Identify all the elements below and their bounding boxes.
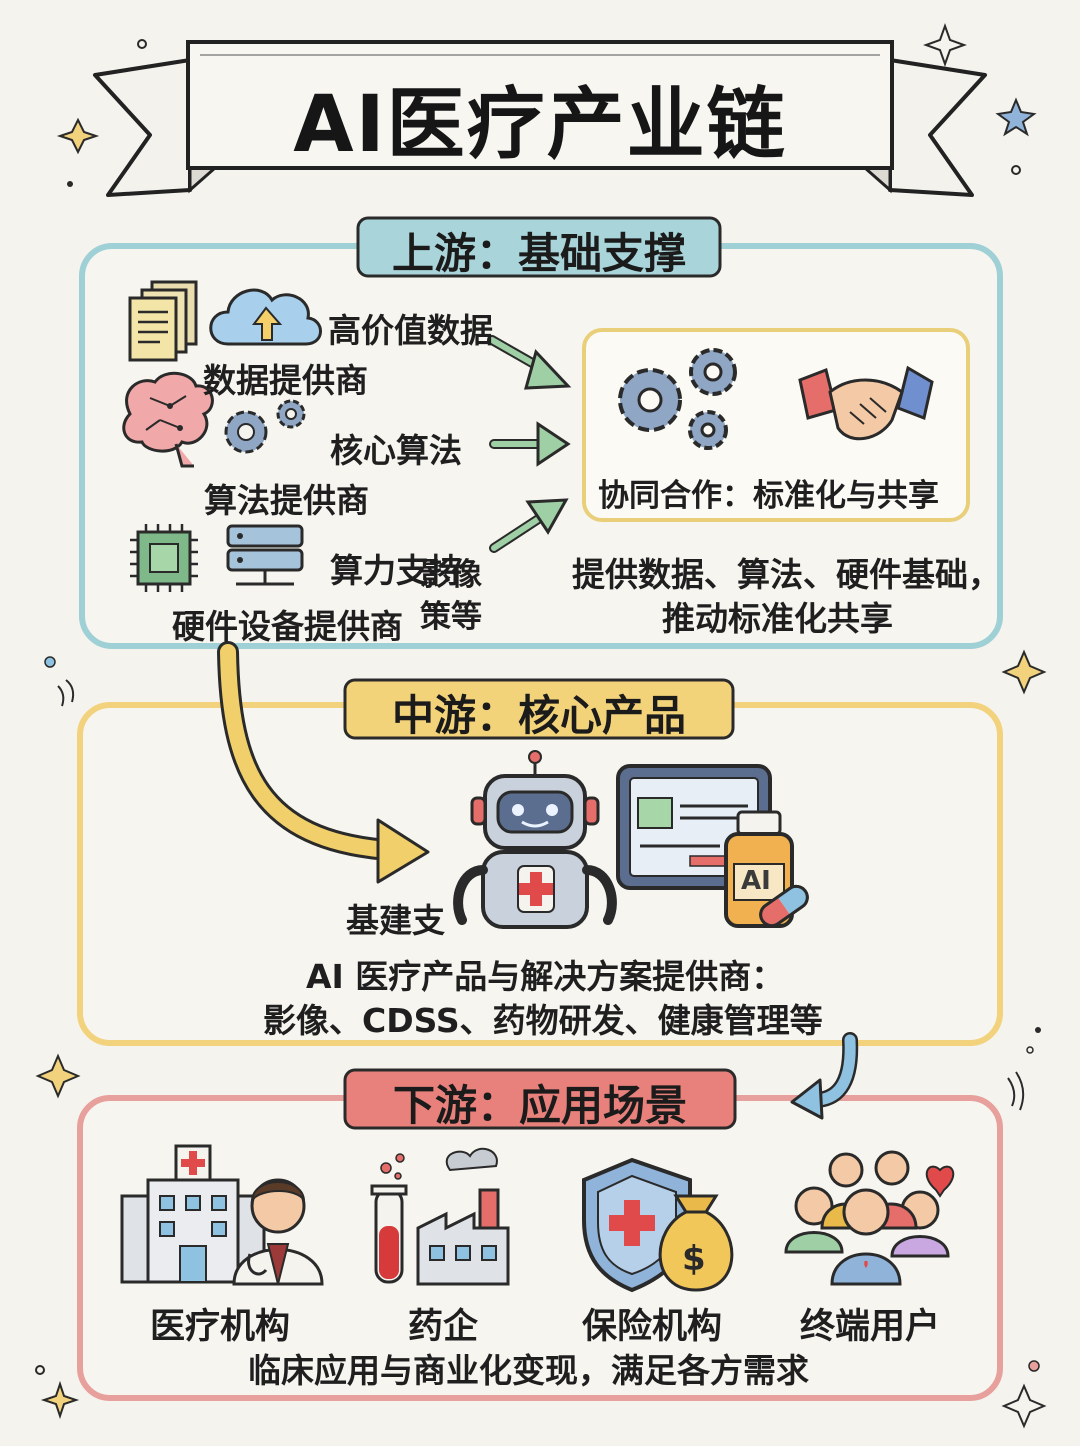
upstream-label: 上游：基础支撑	[391, 229, 686, 278]
upstream-summary-line2: 推动标准化共享	[662, 599, 893, 638]
bottle-label: AI	[741, 866, 771, 896]
medicine-bottle-icon	[724, 810, 809, 928]
downstream-item-insurance: 保险机构	[582, 1307, 723, 1347]
brain-icon	[122, 371, 214, 468]
arrow-midstream-to-downstream-icon	[790, 1032, 859, 1120]
algorithm-provider-label: 算法提供商	[204, 481, 369, 520]
users-group-icon	[784, 1150, 955, 1286]
collab-box	[582, 328, 970, 522]
server-icon	[226, 524, 304, 586]
upstream-summary-line1: 提供数据、算法、硬件基础，	[572, 555, 1001, 594]
midstream-arrow-note: 基建支	[346, 901, 445, 940]
sparkle-decorations	[35, 23, 1047, 1429]
midstream-summary-line1: AI 医疗产品与解决方案提供商：	[306, 957, 785, 996]
downstream-summary: 临床应用与商业化变现，满足各方需求	[248, 1351, 809, 1390]
hospital-icon	[120, 1144, 266, 1284]
handshake-icon	[798, 365, 934, 441]
money-bag-icon: $	[658, 1194, 734, 1292]
data-item-label: 高价值数据	[328, 311, 493, 350]
cloud-upload-icon	[209, 288, 322, 346]
downstream-tag	[343, 1068, 737, 1130]
midstream-summary-line2: 影像、CDSS、药物研发、健康管理等	[263, 1001, 823, 1040]
hardware-provider-label: 硬件设备提供商	[172, 607, 403, 646]
chip-icon	[130, 524, 198, 592]
doctor-icon	[232, 1178, 324, 1286]
algorithm-item-label: 核心算法	[330, 431, 462, 470]
arrow-algorithm-icon	[489, 421, 571, 467]
arrow-upstream-to-midstream-icon	[217, 641, 430, 884]
title-banner	[93, 40, 987, 197]
test-tube-icon	[370, 1153, 408, 1284]
downstream-label: 下游：应用场景	[392, 1081, 687, 1130]
midstream-label: 中游：核心产品	[391, 691, 686, 740]
overlap-note: 影像策等	[420, 557, 482, 635]
downstream-item-end-users: 终端用户	[800, 1307, 941, 1347]
gears-icon	[618, 348, 737, 450]
downstream-item-hospital: 医疗机构	[150, 1307, 291, 1347]
data-provider-label: 数据提供商	[203, 361, 368, 400]
svg-text:$: $	[682, 1239, 706, 1279]
midstream-tag	[343, 678, 735, 740]
downstream-item-pharma: 药企	[408, 1307, 479, 1347]
arrow-compute-icon	[489, 498, 569, 553]
collab-label: 协同合作：标准化与共享	[598, 478, 939, 514]
compute-item-label: 算力支持	[330, 551, 462, 590]
gears-small-icon	[224, 399, 306, 454]
factory-icon	[416, 1147, 510, 1286]
robot-icon	[453, 750, 617, 929]
page-title: AI医疗产业链	[293, 80, 787, 170]
document-icon	[128, 280, 198, 362]
upstream-tag	[356, 216, 722, 278]
arrow-data-icon	[487, 335, 572, 390]
